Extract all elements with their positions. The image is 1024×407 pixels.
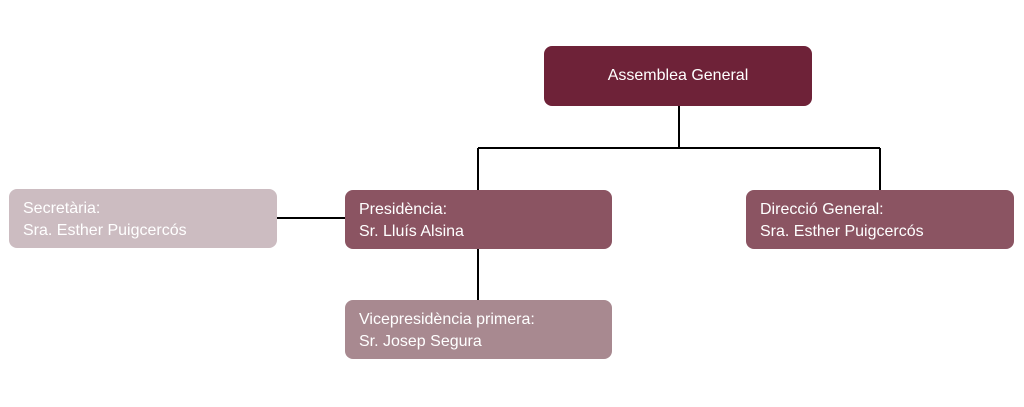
node-vicepresidencia-person: Sr. Josep Segura <box>359 333 482 350</box>
node-direccio-person: Sra. Esther Puigcercós <box>760 223 924 240</box>
node-vicepresidencia: Vicepresidència primera: Sr. Josep Segur… <box>345 300 612 359</box>
node-secretaria-person: Sra. Esther Puigcercós <box>23 222 187 239</box>
node-secretaria-role: Secretària: <box>23 200 101 217</box>
node-direccio-role: Direcció General: <box>760 201 884 218</box>
node-assemblea-title: Assemblea General <box>607 67 749 84</box>
node-direccio-general: Direcció General: Sra. Esther Puigcercós <box>746 190 1014 249</box>
node-presidencia-person: Sr. Lluís Alsina <box>359 223 464 240</box>
node-presidencia-role: Presidència: <box>359 201 448 218</box>
node-vicepresidencia-role: Vicepresidència primera: <box>359 311 535 328</box>
node-assemblea-general: Assemblea General <box>544 46 812 106</box>
node-presidencia: Presidència: Sr. Lluís Alsina <box>345 190 612 249</box>
node-secretaria: Secretària: Sra. Esther Puigcercós <box>9 189 277 248</box>
